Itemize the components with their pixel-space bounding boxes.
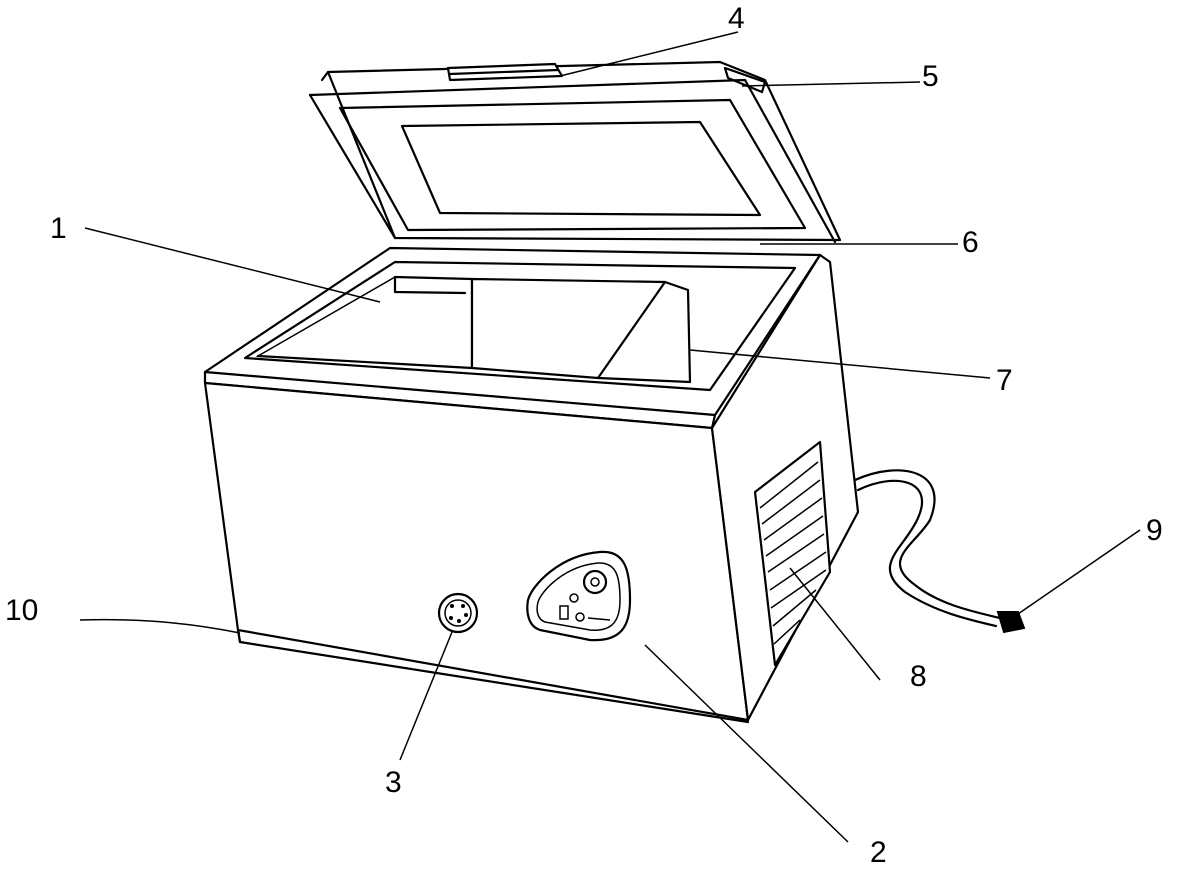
callout-4: 4	[728, 2, 745, 35]
callout-2: 2	[870, 836, 887, 869]
callout-6: 6	[962, 226, 979, 259]
callout-5: 5	[922, 60, 939, 93]
thermostat-knob	[582, 569, 608, 595]
callout-7: 7	[996, 364, 1013, 397]
lid	[308, 60, 842, 244]
callout-1: 1	[50, 212, 67, 245]
leader-lines	[79, 31, 1141, 843]
lid-handle	[446, 62, 564, 82]
drain-cap	[437, 592, 479, 634]
divider-evaporator	[470, 277, 692, 384]
power-cord	[853, 469, 1026, 634]
callout-3: 3	[385, 766, 402, 799]
vent-grille	[753, 440, 832, 667]
lid-hinge	[723, 66, 767, 94]
callout-8: 8	[910, 660, 927, 693]
control-panel	[526, 550, 632, 642]
callout-10: 10	[5, 594, 39, 627]
callout-9: 9	[1146, 514, 1163, 547]
plug-icon	[996, 611, 1026, 634]
cabinet-front	[203, 381, 750, 722]
